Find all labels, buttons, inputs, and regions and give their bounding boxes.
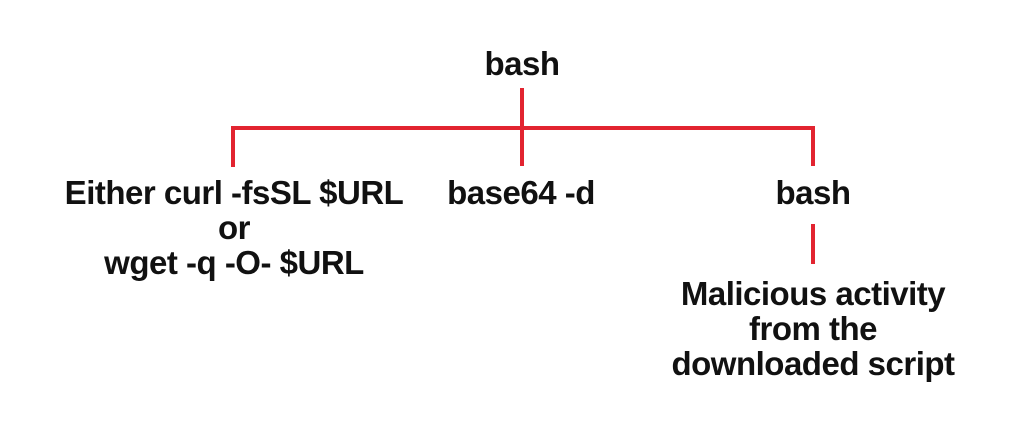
node-label-line: Malicious activity — [680, 275, 946, 312]
connector-horizontal-bar — [231, 126, 815, 130]
node-base64-decode: base64 -d — [447, 175, 595, 210]
connector-left-drop — [231, 126, 235, 167]
node-label-line: downloaded script — [671, 345, 955, 382]
node-label: bash — [484, 45, 560, 82]
node-curl-wget: Either curl -fsSL $URL or wget -q -O- $U… — [65, 175, 404, 280]
connector-right-drop — [811, 126, 815, 166]
node-label-line: or — [217, 209, 250, 246]
node-malicious-activity: Malicious activity from the downloaded s… — [671, 275, 955, 382]
node-bash-child: bash — [775, 174, 851, 211]
node-label-line: Either curl -fsSL $URL — [64, 174, 404, 211]
connector-leaf-drop — [811, 224, 815, 264]
node-bash-parent: bash — [484, 45, 560, 82]
node-label: bash — [775, 174, 851, 211]
node-label-line: from the — [749, 310, 878, 347]
node-label-line: wget -q -O- $URL — [104, 244, 364, 281]
node-label: base64 -d — [447, 174, 595, 211]
